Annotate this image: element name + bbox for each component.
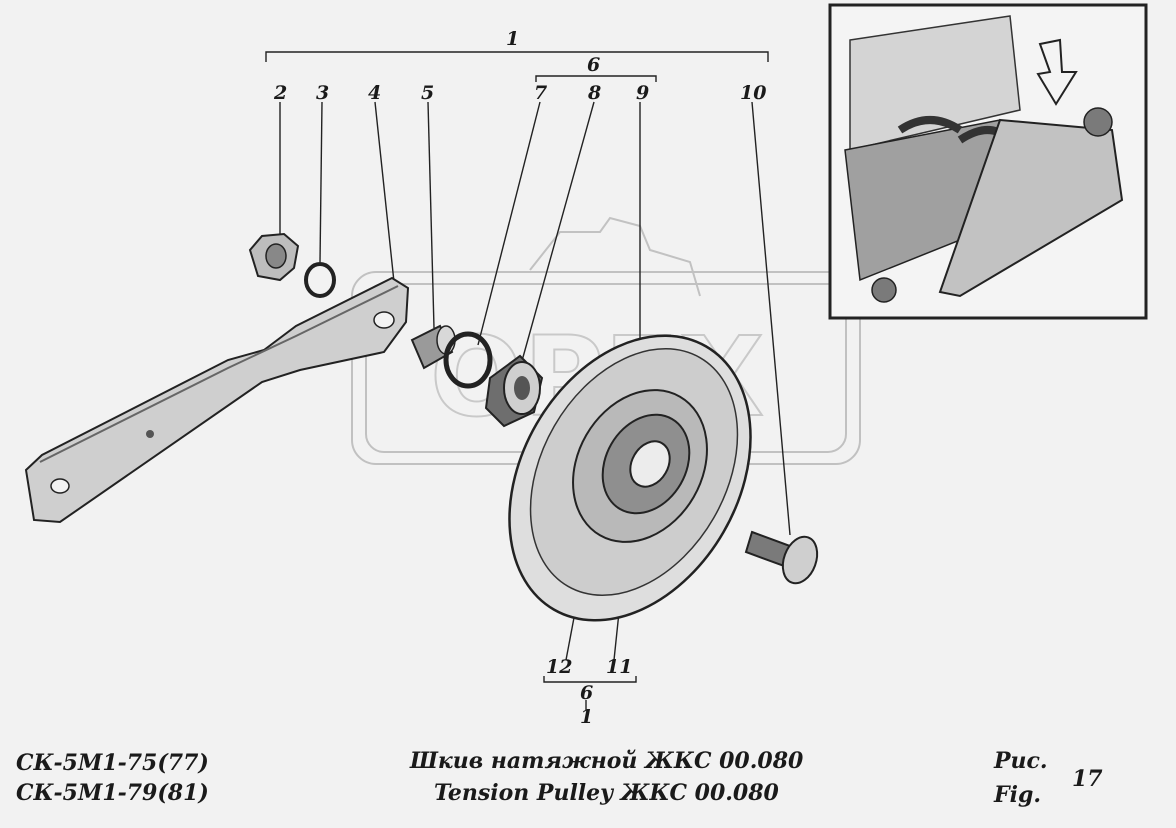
callout-6: 6	[587, 54, 601, 76]
figure-label-english: Fig.	[994, 782, 1042, 808]
callout-8: 8	[588, 82, 602, 104]
callout-12: 12	[546, 656, 573, 678]
callout-11: 11	[606, 656, 633, 678]
nut	[248, 232, 300, 282]
callout-10: 10	[740, 82, 767, 104]
pulley	[508, 334, 752, 622]
figure-label-russian: Рис.	[994, 748, 1048, 774]
title-english: Tension Pulley ЖКС 00.080	[434, 780, 779, 806]
callout-1: 1	[506, 28, 520, 50]
callout-3: 3	[316, 82, 330, 104]
inset-header-view	[828, 3, 1148, 320]
callout-7: 7	[534, 82, 548, 104]
callout-2: 2	[274, 82, 288, 104]
lever-arm	[24, 276, 410, 524]
title-russian: Шкив натяжной ЖКС 00.080	[410, 748, 804, 774]
axle-bolt	[744, 530, 819, 585]
callout-6-bottom: 6	[580, 682, 594, 704]
figure-number: 17	[1072, 766, 1103, 792]
callout-9: 9	[636, 82, 650, 104]
model-line-2: СК-5М1-79(81)	[16, 780, 209, 806]
callout-1-bottom: 1	[580, 706, 594, 728]
retaining-ring	[443, 331, 493, 389]
spring-washer	[304, 262, 336, 298]
model-line-1: СК-5М1-75(77)	[16, 750, 209, 776]
bearing	[484, 354, 544, 428]
callout-5: 5	[421, 82, 435, 104]
inset-arrow-icon	[1036, 38, 1078, 106]
callout-4: 4	[368, 82, 382, 104]
bushing	[410, 324, 456, 370]
